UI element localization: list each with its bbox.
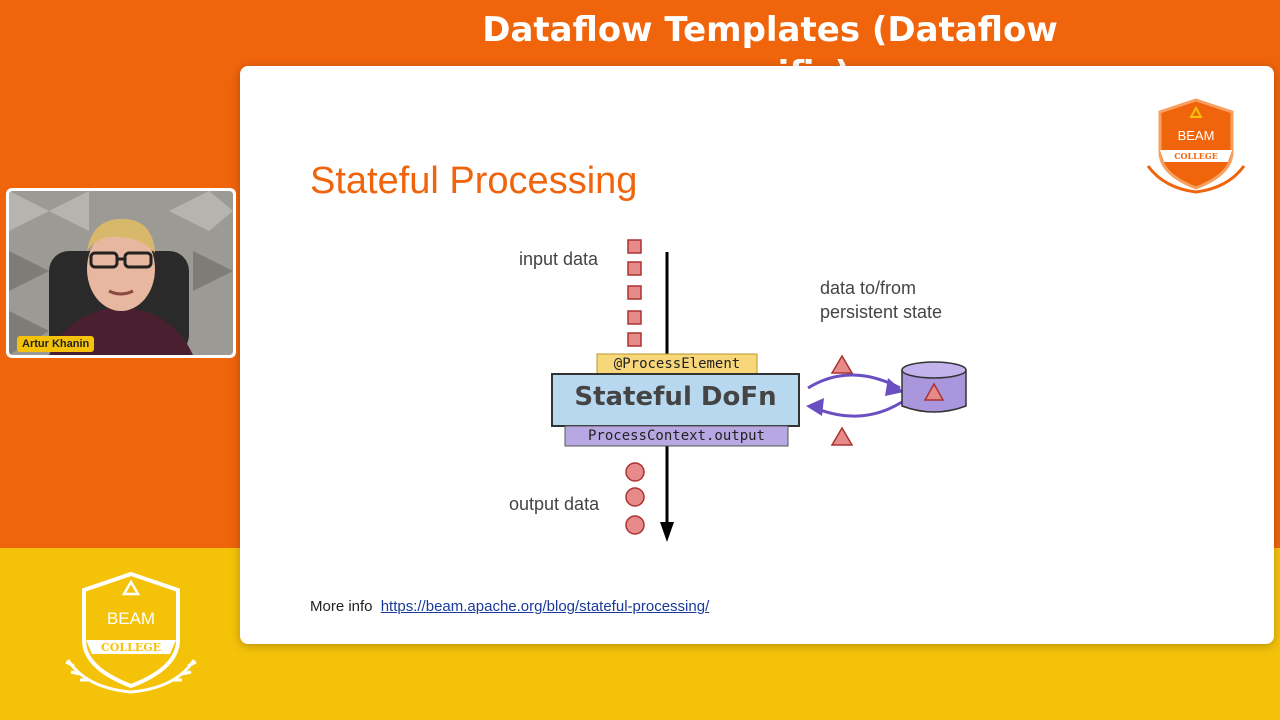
input-square xyxy=(627,332,642,347)
more-info-link[interactable]: https://beam.apache.org/blog/stateful-pr… xyxy=(380,598,710,615)
input-square xyxy=(627,285,642,300)
persistent-state-database-icon xyxy=(901,361,967,413)
logo-beam-text: BEAM xyxy=(107,609,155,628)
small-logo-college-text: COLLEGE xyxy=(1174,151,1218,161)
beam-college-logo-small: BEAM COLLEGE xyxy=(1146,98,1246,194)
state-write-arrowhead xyxy=(885,378,904,396)
output-circle xyxy=(625,462,645,482)
input-square xyxy=(627,239,642,254)
page-title: Dataflow Templates (Dataflow specific) xyxy=(482,10,1058,94)
presenter-video: Artur Khanin xyxy=(9,191,233,355)
slide: Stateful Processing BEAM COLLEGE xyxy=(240,66,1274,644)
presenter-image xyxy=(9,191,233,355)
stateful-dofn-label: Stateful DoFn xyxy=(574,382,777,412)
flow-arrowhead xyxy=(660,522,674,542)
presenter-name-tag: Artur Khanin xyxy=(17,336,95,352)
state-triangle xyxy=(830,426,854,446)
process-context-label: ProcessContext.output xyxy=(587,428,765,444)
more-info-line: More info https://beam.apache.org/blog/s… xyxy=(310,598,709,615)
small-logo-beam-text: BEAM xyxy=(1178,128,1215,143)
output-circle xyxy=(625,515,645,535)
state-label-line1: data to/from xyxy=(820,278,917,298)
input-data-label: input data xyxy=(519,249,599,269)
logo-college-text: COLLEGE xyxy=(101,641,161,654)
state-read-arrow xyxy=(809,400,903,418)
input-square xyxy=(627,261,642,276)
stateful-dofn-diagram xyxy=(551,239,967,542)
state-write-arrow xyxy=(807,373,901,390)
process-context-box xyxy=(564,425,789,447)
presenter-video-tile: Artur Khanin xyxy=(6,188,236,358)
more-info-label: More info xyxy=(310,598,373,615)
output-circle xyxy=(625,487,645,507)
beam-college-logo-large: BEAM COLLEGE xyxy=(65,571,197,694)
state-triangle xyxy=(830,354,854,374)
input-square xyxy=(627,310,642,325)
state-label-line2: persistent state xyxy=(820,302,943,322)
slide-title: Stateful Processing xyxy=(310,160,638,202)
process-element-label: @ProcessElement xyxy=(613,356,741,372)
stateful-dofn-box xyxy=(551,373,800,427)
state-read-arrowhead xyxy=(806,398,824,416)
output-data-label: output data xyxy=(509,494,600,514)
